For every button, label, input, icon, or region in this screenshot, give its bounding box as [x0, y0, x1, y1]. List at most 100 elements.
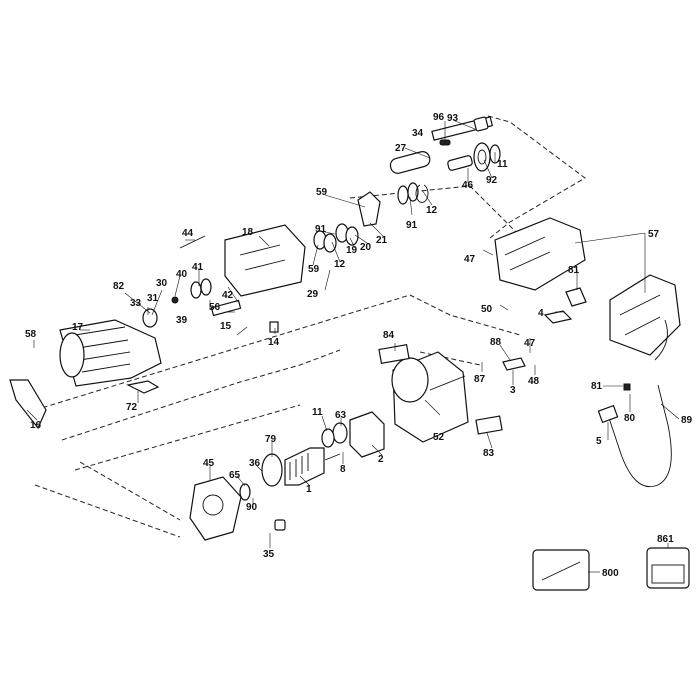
callout-87: 87 — [474, 374, 486, 385]
callout-81: 81 — [591, 381, 603, 392]
retaining-ring-12-upper — [415, 184, 429, 203]
callout-90: 90 — [246, 502, 258, 513]
callout-861: 861 — [657, 534, 674, 545]
callout-82: 82 — [113, 281, 125, 292]
callout-91: 91 — [315, 224, 327, 235]
callout-44: 44 — [182, 228, 194, 239]
callout-3: 3 — [510, 385, 516, 396]
callout-labels: 96 93 34 27 11 46 92 12 91 59 21 20 19 9… — [25, 112, 693, 579]
callout-93: 93 — [447, 113, 459, 124]
callout-29: 29 — [307, 289, 319, 300]
gear-case-screw-44 — [179, 235, 206, 249]
fan-79 — [261, 453, 283, 487]
callout-92: 92 — [486, 175, 498, 186]
callout-1: 1 — [306, 484, 312, 495]
callout-5: 5 — [596, 436, 602, 447]
callout-91: 91 — [406, 220, 418, 231]
cord-clamp-80 — [623, 383, 631, 391]
armature-1 — [284, 447, 341, 486]
callout-14: 14 — [268, 337, 280, 348]
callout-72: 72 — [126, 402, 138, 413]
callout-83: 83 — [483, 448, 495, 459]
callout-27: 27 — [395, 143, 407, 154]
callout-59: 59 — [308, 264, 320, 275]
leader-lines — [26, 120, 680, 573]
blade-lever-72 — [126, 380, 160, 394]
callout-42: 42 — [222, 290, 234, 301]
wobble-plate — [357, 191, 381, 227]
washers-91-lower — [313, 230, 337, 253]
callout-89: 89 — [681, 415, 693, 426]
callout-40: 40 — [176, 269, 188, 280]
kit-case-861 — [646, 547, 690, 589]
callout-15: 15 — [220, 321, 232, 332]
callout-57: 57 — [648, 229, 660, 240]
callout-36: 36 — [249, 458, 261, 469]
callout-45: 45 — [203, 458, 215, 469]
callout-39: 39 — [176, 315, 188, 326]
callout-4: 4 — [538, 308, 544, 319]
callout-21: 21 — [376, 235, 388, 246]
callout-50: 50 — [481, 304, 493, 315]
callout-30: 30 — [156, 278, 168, 289]
callout-46: 46 — [462, 180, 474, 191]
callout-16: 16 — [30, 420, 42, 431]
callout-84: 84 — [383, 330, 395, 341]
callout-79: 79 — [265, 434, 277, 445]
callout-47: 47 — [464, 254, 476, 265]
callout-20: 20 — [360, 242, 372, 253]
callout-18: 18 — [242, 227, 254, 238]
callout-80: 80 — [624, 413, 636, 424]
callout-48: 48 — [528, 376, 540, 387]
callout-12: 12 — [426, 205, 438, 216]
wobble-bearing — [335, 223, 359, 246]
callout-17: 17 — [72, 322, 84, 333]
callout-65: 65 — [229, 470, 241, 481]
callout-63: 63 — [335, 410, 347, 421]
callout-41: 41 — [192, 262, 204, 273]
callout-96: 96 — [433, 112, 445, 123]
label-84 — [378, 343, 410, 365]
screw-35 — [274, 519, 286, 531]
plunger — [389, 151, 431, 174]
callout-47: 47 — [524, 338, 536, 349]
plug-5 — [597, 404, 619, 424]
callout-52: 52 — [433, 432, 445, 443]
washers-91-upper — [397, 182, 419, 205]
field-coil-2 — [349, 411, 385, 458]
callout-8: 8 — [340, 464, 346, 475]
assembly-guide-lines — [34, 115, 586, 538]
accessory-box-800 — [532, 549, 590, 591]
callout-56: 56 — [209, 302, 221, 313]
callout-81: 81 — [568, 265, 580, 276]
label-83 — [475, 415, 503, 435]
brush-4 — [543, 310, 573, 324]
bearing-63 — [332, 422, 348, 444]
callout-11: 11 — [312, 407, 323, 418]
handle-half-right — [609, 274, 681, 356]
switch-81 — [565, 287, 587, 307]
blade-clamp-shaft — [431, 116, 494, 141]
callout-31: 31 — [147, 293, 159, 304]
callout-33: 33 — [130, 298, 142, 309]
callout-88: 88 — [490, 337, 502, 348]
callout-12: 12 — [334, 259, 346, 270]
bearing-11-lower — [321, 428, 335, 448]
clamp-bracket-16 — [9, 379, 47, 430]
brush-holder-3 — [502, 357, 526, 371]
field-housing-52 — [391, 351, 469, 443]
callout-58: 58 — [25, 329, 37, 340]
callout-59: 59 — [316, 187, 328, 198]
callout-19: 19 — [346, 245, 358, 256]
handle-half-left — [494, 217, 586, 291]
rear-end-cap-45 — [189, 476, 242, 541]
bearing-90 — [239, 483, 251, 501]
callout-2: 2 — [378, 454, 384, 465]
power-cord-89 — [607, 319, 672, 487]
callout-11: 11 — [497, 159, 508, 170]
callout-34: 34 — [412, 128, 424, 139]
front-housing-nose — [59, 319, 162, 387]
main-gear — [473, 142, 491, 172]
gear-case — [224, 224, 306, 297]
